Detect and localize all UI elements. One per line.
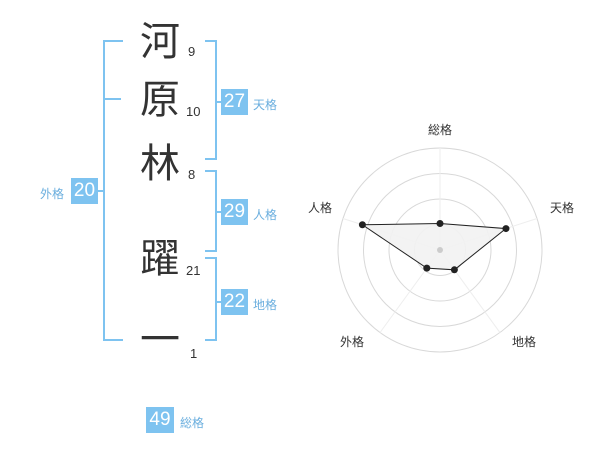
tenkaku-bracket [205, 40, 217, 160]
axis-label-chikaku: 地格 [512, 334, 536, 349]
stroke-count-4: 21 [186, 263, 201, 278]
radar-center-dot [437, 247, 443, 253]
chikaku-value-badge: 22 [221, 289, 248, 315]
chikaku-label: 地格 [253, 298, 278, 312]
stroke-count-5: 1 [190, 346, 198, 361]
radar-point-2 [502, 225, 510, 233]
name-char-1: 河 [140, 19, 180, 65]
axis-label-gaikaku: 外格 [340, 334, 364, 349]
axis-label-soukaku: 総格 [428, 122, 452, 137]
chikaku-bracket [205, 257, 217, 341]
stroke-count-3: 8 [188, 167, 196, 182]
chikaku-bracket-connector [215, 301, 221, 303]
axis-label-jinkaku: 人格 [308, 200, 332, 215]
gaikaku-label: 外格 [40, 187, 65, 201]
radar-point-5 [358, 221, 366, 229]
jinkaku-label: 人格 [253, 208, 278, 222]
radar-point-1 [436, 219, 444, 227]
soukaku-label: 総格 [180, 416, 205, 430]
jinkaku-bracket-connector [215, 211, 221, 213]
gaikaku-bracket-tick [103, 98, 121, 100]
tenkaku-label: 天格 [253, 98, 278, 112]
axis-label-tenkaku: 天格 [550, 200, 574, 215]
tenkaku-value-badge: 27 [221, 89, 248, 115]
radar-point-3 [450, 266, 458, 274]
jinkaku-value-badge: 29 [221, 199, 248, 225]
name-char-4: 躍 [140, 236, 180, 282]
gaikaku-bracket [103, 40, 123, 341]
stroke-count-2: 10 [186, 104, 201, 119]
name-char-2: 原 [140, 77, 180, 123]
gaikaku-bracket-connector [97, 190, 104, 192]
name-char-3: 林 [140, 141, 180, 187]
radar-chart: 総格 天格 地格 外格 人格 [308, 122, 574, 353]
radar-data-polygon [360, 222, 508, 271]
soukaku-value-badge: 49 [146, 407, 174, 433]
radar-point-4 [423, 264, 431, 272]
tenkaku-bracket-connector [215, 101, 221, 103]
name-char-5: 一 [140, 317, 180, 363]
stroke-count-1: 9 [188, 44, 196, 59]
gaikaku-value-badge: 20 [71, 178, 98, 204]
